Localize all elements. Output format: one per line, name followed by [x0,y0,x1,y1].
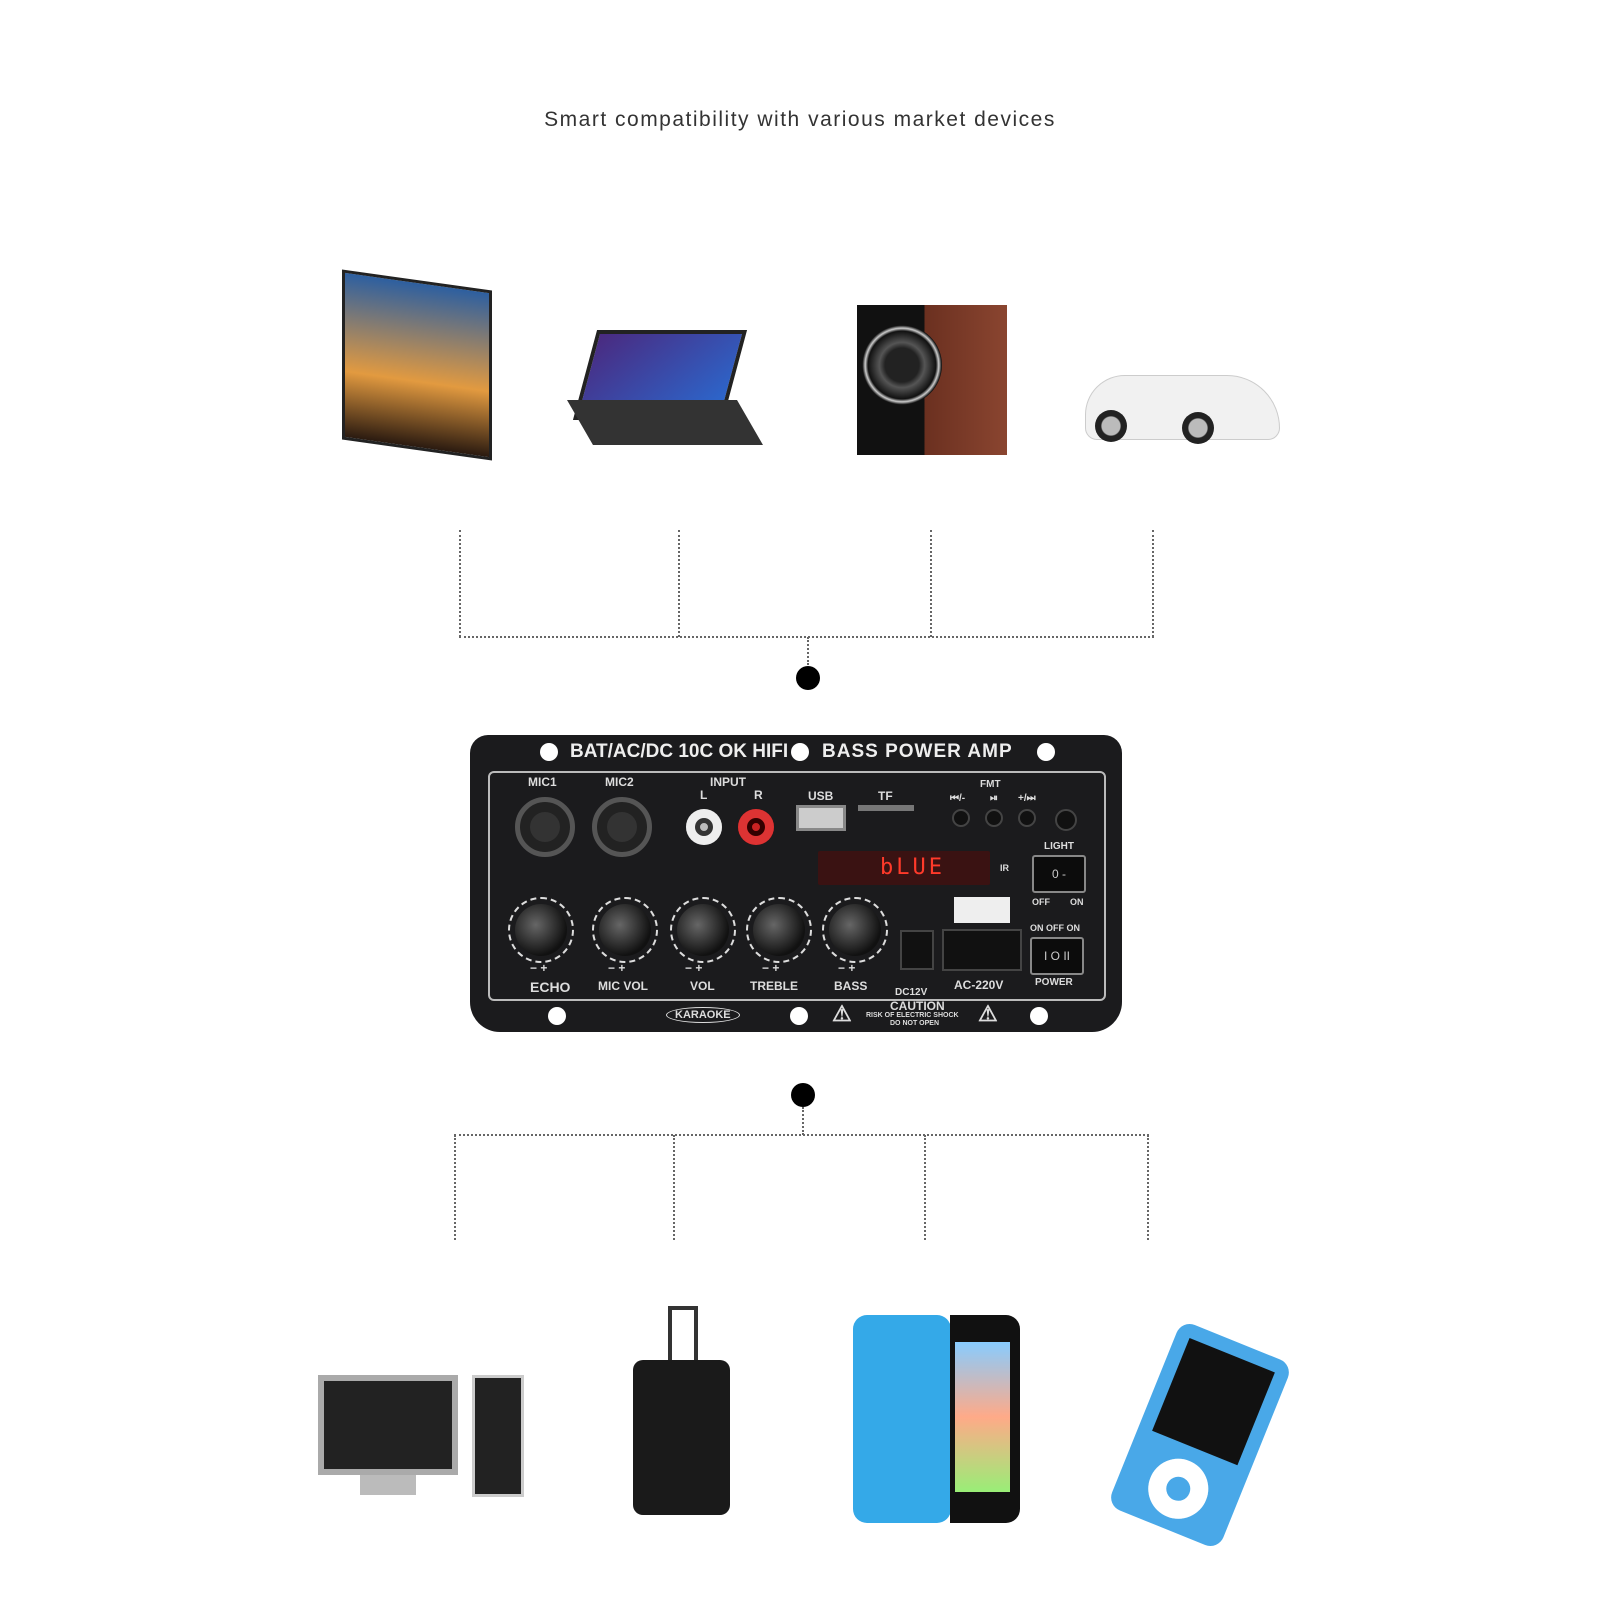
on-label: ON [1070,897,1084,907]
power-label: POWER [1035,977,1073,988]
warning-icon: ⚠ [832,1001,852,1026]
car-wheel [1095,410,1127,442]
connector-line [1147,1135,1149,1240]
play-label: ⏯ [990,793,998,804]
connector-line [459,636,1154,638]
bass-label: BASS [834,979,868,993]
caution-label: CAUTION [890,999,945,1013]
connector-dot [796,666,820,690]
mic-vol-knob[interactable] [592,897,658,963]
led-display: bLUE [818,851,990,885]
connector-line [807,637,809,665]
karaoke-badge: KARAOKE [666,1007,740,1023]
treble-label: TREBLE [750,979,798,993]
vol-label: VOL [690,979,715,993]
mount-hole [1030,1007,1048,1025]
caution-sub: RISK OF ELECTRIC SHOCK [866,1012,959,1019]
echo-knob[interactable] [508,897,574,963]
treble-knob[interactable] [746,897,812,963]
mic2-jack[interactable] [592,797,652,857]
off-label: OFF [1032,897,1050,907]
amplifier-board: BAT/AC/DC 10C OK HIFI BASS POWER AMP MIC… [470,735,1122,1032]
dc-label: DC12V [895,987,928,998]
ir-receiver [1055,809,1077,831]
amp-header: BAT/AC/DC 10C OK HIFI [570,741,789,762]
tf-label: TF [878,789,893,803]
car-wheel [1182,412,1214,444]
ac-socket[interactable] [942,929,1022,971]
caution-sub2: DO NOT OPEN [890,1020,940,1027]
speaker-cone [862,325,942,405]
connector-line [678,530,680,637]
echo-range: − + [530,961,548,975]
input-r-label: R [754,788,763,802]
ir-label: IR [1000,863,1009,873]
prev-button[interactable] [952,809,970,827]
usb-port[interactable] [796,805,846,831]
vol-knob[interactable] [670,897,736,963]
desktop-computer-icon [318,1375,458,1475]
play-pause-button[interactable] [985,809,1003,827]
smartphone-icon [853,1315,951,1523]
mic1-label: MIC1 [528,775,557,789]
connector-line [454,1135,456,1240]
mount-hole [1037,743,1055,761]
input-l-label: L [700,788,708,802]
input-label: INPUT [710,775,746,789]
panel-frame [488,771,1106,1001]
mp3-screen [1152,1338,1275,1466]
smartphone-screen [955,1342,1010,1492]
usb-label: USB [808,789,834,803]
laptop-keyboard [567,400,763,445]
connector-line [924,1135,926,1240]
connector-line [1152,530,1154,637]
on-off-on-label: ON OFF ON [1030,923,1080,933]
connector-dot [791,1083,815,1107]
battery-icon [954,897,1010,923]
mount-hole [790,1007,808,1025]
monitor-stand [360,1475,416,1495]
light-label: LIGHT [1044,841,1074,852]
next-label: +/⏭ [1018,793,1036,804]
ac-label: AC-220V [954,978,1004,992]
mic1-jack[interactable] [515,797,575,857]
treble-range: − + [762,961,780,975]
trolley-handle [668,1306,698,1362]
bass-knob[interactable] [822,897,888,963]
pa-speaker-icon [633,1360,730,1515]
mount-hole [791,743,809,761]
dc-jack[interactable] [900,930,934,970]
echo-label: ECHO [530,979,571,995]
tv-icon [342,269,492,461]
light-switch[interactable]: 0 - [1032,855,1086,893]
pc-tower [472,1375,524,1497]
vol-range: − + [685,961,703,975]
power-switch[interactable]: I O II [1030,937,1084,975]
rca-right-jack[interactable] [738,809,774,845]
mic2-label: MIC2 [605,775,634,789]
amp-header-2: BASS POWER AMP [822,741,1013,762]
mount-hole [540,743,558,761]
mic-vol-range: − + [608,961,626,975]
prev-label: ⏮/- [950,793,966,804]
bass-range: − + [838,961,856,975]
mount-hole [548,1007,566,1025]
connector-line [673,1135,675,1240]
connector-line [459,530,461,637]
connector-line [454,1134,1149,1136]
next-button[interactable] [1018,809,1036,827]
rca-left-jack[interactable] [686,809,722,845]
warning-icon: ⚠ [978,1001,998,1026]
mic-vol-label: MIC VOL [598,979,648,993]
mp3-player-icon [1106,1319,1294,1551]
connector-line [930,530,932,637]
page-title: Smart compatibility with various market … [544,108,1056,131]
fmt-label: FMT [980,779,1001,790]
connector-line [802,1107,804,1135]
tf-card-slot[interactable] [858,805,914,811]
click-wheel [1139,1449,1218,1528]
